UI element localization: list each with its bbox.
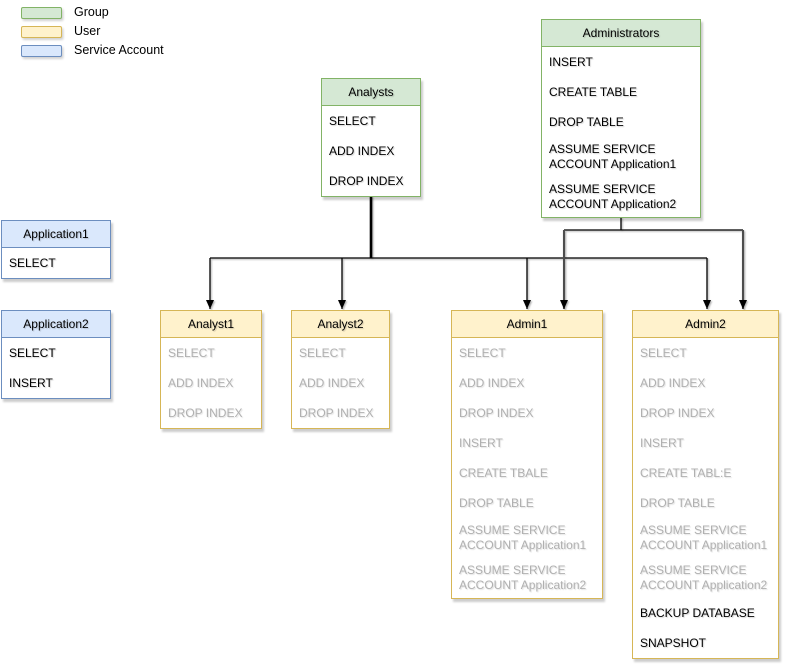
node-application1-title: Application1 bbox=[1, 220, 111, 248]
user-swatch bbox=[21, 25, 62, 38]
node-analysts-title: Analysts bbox=[321, 78, 421, 106]
node-admin2-permissions: SELECT ADD INDEX DROP INDEX INSERT CREATE TA… bbox=[632, 338, 779, 659]
node-administrators-permission: DROP TABLE bbox=[549, 114, 624, 129]
node-admin1-permission: DROP TABLE bbox=[459, 495, 534, 510]
node-admin1-permissions: SELECT ADD INDEX DROP INDEX INSERT CREATE TB… bbox=[451, 338, 603, 599]
node-admin2-permission: ASSUME SERVICE ACCOUNT Application2 bbox=[640, 563, 768, 592]
node-admin2-permission: ADD INDEX bbox=[640, 375, 706, 390]
node-admin2-permission: BACKUP DATABASE bbox=[640, 605, 755, 620]
node-admin2-permission: DROP TABLE bbox=[640, 495, 715, 510]
node-analyst1-permission: ADD INDEX bbox=[168, 375, 234, 390]
node-analyst2-permission: SELECT bbox=[299, 345, 346, 360]
node-analysts-permission: DROP INDEX bbox=[329, 173, 404, 188]
legend-item-group: Group bbox=[21, 6, 164, 19]
legend-label-group: Group bbox=[74, 5, 109, 19]
node-admin2-permission: CREATE TABL:E bbox=[640, 465, 732, 480]
node-application1-permission: SELECT bbox=[9, 255, 56, 270]
node-admin1-permission: DROP INDEX bbox=[459, 405, 534, 420]
node-administrators-permissions: INSERT CREATE TABLE DROP TABLE ASSUME SERVI… bbox=[541, 47, 701, 218]
node-admin2-permission: DROP INDEX bbox=[640, 405, 715, 420]
node-application2-permission: INSERT bbox=[9, 375, 53, 390]
node-admin1-permission: ADD INDEX bbox=[459, 375, 525, 390]
legend-item-user: User bbox=[21, 25, 164, 38]
node-administrators-permission: ASSUME SERVICE ACCOUNT Application1 bbox=[549, 142, 677, 171]
node-admin1-permission: ASSUME SERVICE ACCOUNT Application2 bbox=[459, 563, 587, 592]
node-administrators-title: Administrators bbox=[541, 19, 701, 47]
node-analysts-permission: SELECT bbox=[329, 113, 376, 128]
node-analyst1-permission: DROP INDEX bbox=[168, 405, 243, 420]
node-admin1-title: Admin1 bbox=[451, 310, 603, 338]
node-administrators-permission: CREATE TABLE bbox=[549, 84, 638, 99]
group-swatch bbox=[21, 6, 62, 19]
node-analyst2-title: Analyst2 bbox=[291, 310, 390, 338]
node-admin1-permission: CREATE TBALE bbox=[459, 465, 548, 480]
node-analyst2-permissions: SELECT ADD INDEX DROP INDEX bbox=[291, 338, 390, 429]
legend-label-user: User bbox=[74, 24, 101, 38]
legend-item-service-account: Service Account bbox=[21, 44, 164, 57]
node-application2-permissions: SELECT INSERT bbox=[1, 338, 111, 399]
node-analysts-permission: ADD INDEX bbox=[329, 143, 395, 158]
node-administrators-permission: ASSUME SERVICE ACCOUNT Application2 bbox=[549, 182, 677, 211]
node-application2-permission: SELECT bbox=[9, 345, 56, 360]
node-analyst2-permission: DROP INDEX bbox=[299, 405, 374, 420]
node-application2-title: Application2 bbox=[1, 310, 111, 338]
node-analysts-permissions: SELECT ADD INDEX DROP INDEX bbox=[321, 106, 421, 197]
node-analyst1-permission: SELECT bbox=[168, 345, 215, 360]
service-account-swatch bbox=[21, 44, 62, 57]
node-analyst2-permission: ADD INDEX bbox=[299, 375, 365, 390]
node-admin2-permission: SELECT bbox=[640, 345, 687, 360]
node-analyst1-title: Analyst1 bbox=[160, 310, 262, 338]
node-admin2-permission: INSERT bbox=[640, 435, 684, 450]
node-analyst1-permissions: SELECT ADD INDEX DROP INDEX bbox=[160, 338, 262, 429]
node-admin2-permission: SNAPSHOT bbox=[640, 635, 707, 650]
node-admin2-title: Admin2 bbox=[632, 310, 779, 338]
node-admin2-permission: ASSUME SERVICE ACCOUNT Application1 bbox=[640, 523, 768, 552]
node-admin1-permission: ASSUME SERVICE ACCOUNT Application1 bbox=[459, 523, 587, 552]
node-application1-permissions: SELECT bbox=[1, 248, 111, 279]
node-admin1-permission: SELECT bbox=[459, 345, 506, 360]
node-administrators-permission: INSERT bbox=[549, 54, 593, 69]
legend-label-service-account: Service Account bbox=[74, 43, 164, 57]
node-admin1-permission: INSERT bbox=[459, 435, 503, 450]
